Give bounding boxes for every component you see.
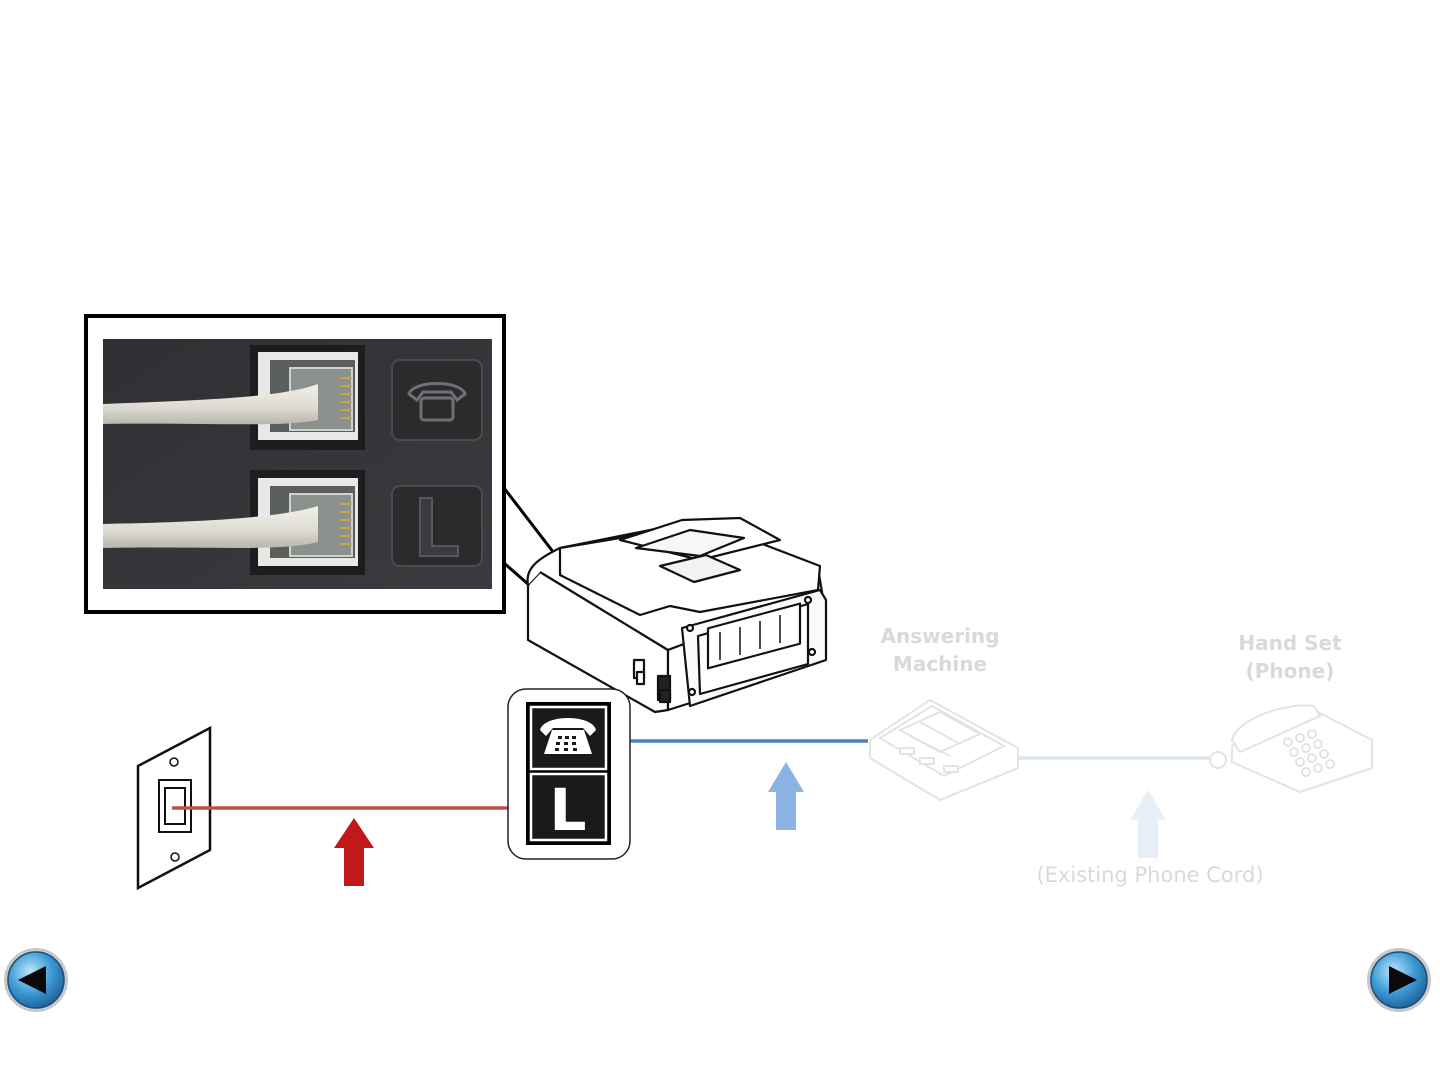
handset-phone-drawing: [1210, 705, 1372, 792]
existing-phone-cord-label: (Existing Phone Cord): [1020, 861, 1280, 889]
handset-label-line1: Hand Set: [1210, 629, 1370, 657]
answering-machine-label: Answering Machine: [860, 622, 1020, 678]
answering-machine-label-line1: Answering: [860, 622, 1020, 650]
previous-slide-button[interactable]: [2, 946, 70, 1014]
printer-drawing: [527, 518, 826, 712]
answering-machine-drawing: [870, 700, 1018, 800]
handset-label: Hand Set (Phone): [1210, 629, 1370, 685]
line-port-letter: L: [550, 776, 587, 844]
port-closeup-inset: [86, 316, 504, 612]
wall-cord-arrow: [334, 818, 374, 886]
phone-cord-arrow: [768, 762, 804, 830]
port-labels-callout: L: [508, 689, 630, 859]
existing-cord-arrow: [1130, 790, 1166, 858]
next-slide-button[interactable]: [1365, 946, 1433, 1014]
answering-machine-label-line2: Machine: [860, 650, 1020, 678]
handset-label-line2: (Phone): [1210, 657, 1370, 685]
